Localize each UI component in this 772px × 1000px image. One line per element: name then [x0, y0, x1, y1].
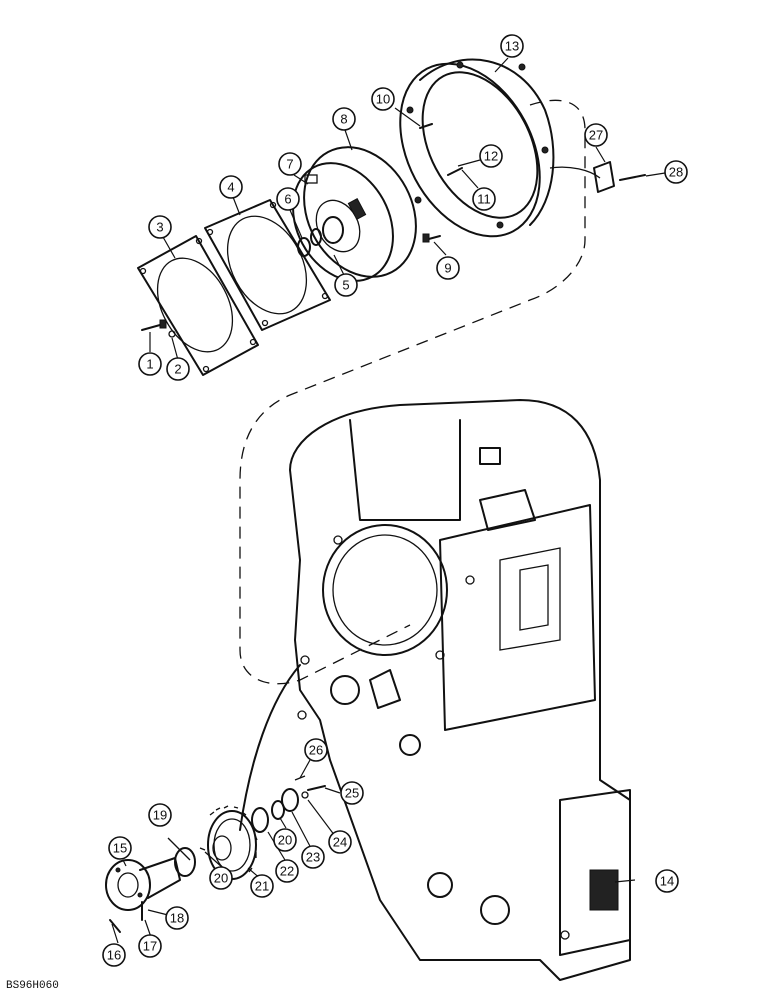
callout-18-label: 18 — [170, 911, 184, 926]
housing-part — [399, 58, 555, 238]
callout-25-label: 25 — [345, 786, 359, 801]
callout-23-label: 23 — [306, 850, 320, 865]
callout-20-upper-label: 20 — [278, 833, 292, 848]
callout-12-label: 12 — [484, 149, 498, 164]
callout-23: 23 — [301, 845, 325, 869]
plate-part — [204, 199, 331, 331]
callout-16-label: 16 — [107, 948, 121, 963]
callout-1-label: 1 — [146, 357, 153, 372]
callout-6: 6 — [276, 187, 300, 211]
callout-14-label: 14 — [660, 874, 674, 889]
callout-24: 24 — [328, 830, 352, 854]
leader-lines — [111, 57, 666, 944]
callout-11: 11 — [472, 187, 496, 211]
callout-17: 17 — [138, 934, 162, 958]
callout-21-label: 21 — [255, 879, 269, 894]
callout-5-label: 5 — [342, 278, 349, 293]
callout-20-upper: 20 — [273, 828, 297, 852]
snap-ring-part — [174, 847, 196, 877]
callout-7-label: 7 — [286, 157, 293, 172]
callout-28: 28 — [664, 160, 688, 184]
callout-16: 16 — [102, 943, 126, 967]
callout-9: 9 — [436, 256, 460, 280]
callout-28-label: 28 — [669, 165, 683, 180]
callout-21: 21 — [250, 874, 274, 898]
callout-12: 12 — [479, 144, 503, 168]
callout-2: 2 — [166, 357, 190, 381]
callout-3-label: 3 — [156, 220, 163, 235]
callout-20-lower: 20 — [209, 866, 233, 890]
callout-15: 15 — [108, 836, 132, 860]
callout-26: 26 — [304, 738, 328, 762]
callout-22: 22 — [275, 859, 299, 883]
callout-19-label: 19 — [153, 808, 167, 823]
leader-19 — [167, 837, 191, 861]
callout-13: 13 — [500, 34, 524, 58]
callout-7: 7 — [278, 152, 302, 176]
torque-converter-part — [292, 146, 417, 282]
o-ring-wire — [239, 664, 301, 831]
callout-14: 14 — [655, 869, 679, 893]
callout-10: 10 — [371, 87, 395, 111]
callout-3: 3 — [148, 215, 172, 239]
callout-24-label: 24 — [333, 835, 347, 850]
callout-17-label: 17 — [143, 939, 157, 954]
callout-13-label: 13 — [505, 39, 519, 54]
callout-18: 18 — [165, 906, 189, 930]
fasteners — [141, 123, 463, 338]
callout-27: 27 — [584, 123, 608, 147]
callout-20-lower-label: 20 — [214, 871, 228, 886]
harness-wire — [549, 166, 601, 179]
plate-27-rivet-28 — [593, 161, 646, 193]
callout-4: 4 — [219, 175, 243, 199]
callout-22-label: 22 — [280, 864, 294, 879]
callout-10-label: 10 — [376, 92, 390, 107]
shaft-part — [105, 857, 181, 911]
callout-27-label: 27 — [589, 128, 603, 143]
callout-11-label: 11 — [477, 192, 491, 207]
callout-6-label: 6 — [284, 192, 291, 207]
transmission-case-part — [289, 399, 631, 981]
gear-hardware — [109, 775, 326, 933]
callout-2-label: 2 — [174, 362, 181, 377]
callout-4-label: 4 — [227, 180, 234, 195]
callout-25: 25 — [340, 781, 364, 805]
callout-9-label: 9 — [444, 261, 451, 276]
callout-8: 8 — [332, 107, 356, 131]
callout-26-label: 26 — [309, 743, 323, 758]
callout-15-label: 15 — [113, 841, 127, 856]
callout-8-label: 8 — [340, 112, 347, 127]
figure-code: BS96H060 — [6, 980, 59, 992]
callout-5: 5 — [334, 273, 358, 297]
assembly-path-dashed — [239, 99, 586, 685]
callout-1: 1 — [138, 352, 162, 376]
callout-19: 19 — [148, 803, 172, 827]
